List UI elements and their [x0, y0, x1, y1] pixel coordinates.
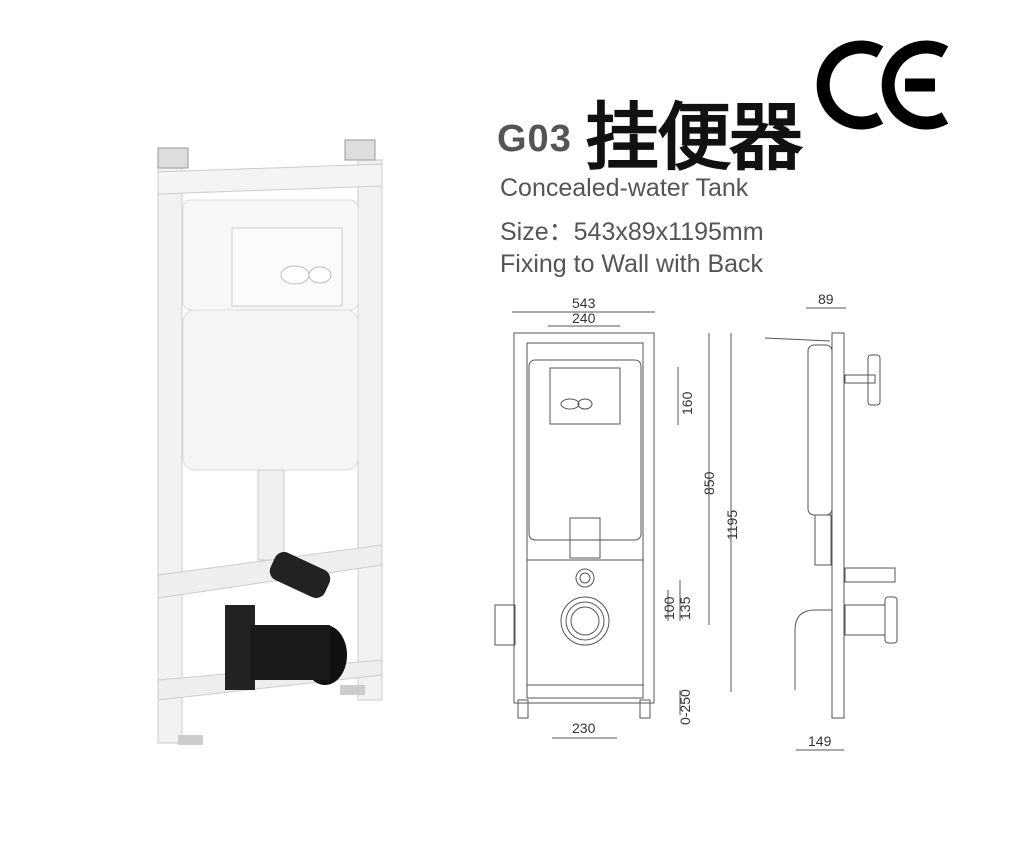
mounting-info: Fixing to Wall with Back	[500, 250, 764, 278]
dim-135: 135	[677, 596, 693, 620]
dim-plate-width-240: 240	[572, 310, 596, 326]
dim-depth-89: 89	[818, 291, 834, 307]
dim-height-1195: 1195	[724, 510, 740, 540]
dim-height-850: 850	[701, 471, 717, 495]
front-view-drawing: 543 240 160 850 1195 100 135 0-250 230	[494, 295, 740, 739]
product-name-chinese: 挂便器	[585, 95, 803, 181]
model-number: G03	[497, 118, 572, 160]
dim-base-depth-149: 149	[808, 733, 832, 749]
product-photo	[157, 139, 383, 745]
dim-width-543: 543	[572, 295, 596, 311]
dim-leg-adjust: 0-250	[677, 689, 693, 725]
dim-plate-height-160: 160	[679, 391, 695, 415]
dim-bolt-spacing-230: 230	[572, 720, 596, 736]
side-view-drawing: 89 149	[764, 291, 898, 751]
product-size: Size：543x89x1195mm	[500, 218, 764, 246]
ce-mark-logo	[816, 40, 949, 130]
product-name-english: Concealed-water Tank	[500, 174, 749, 202]
dim-100: 100	[661, 596, 677, 620]
